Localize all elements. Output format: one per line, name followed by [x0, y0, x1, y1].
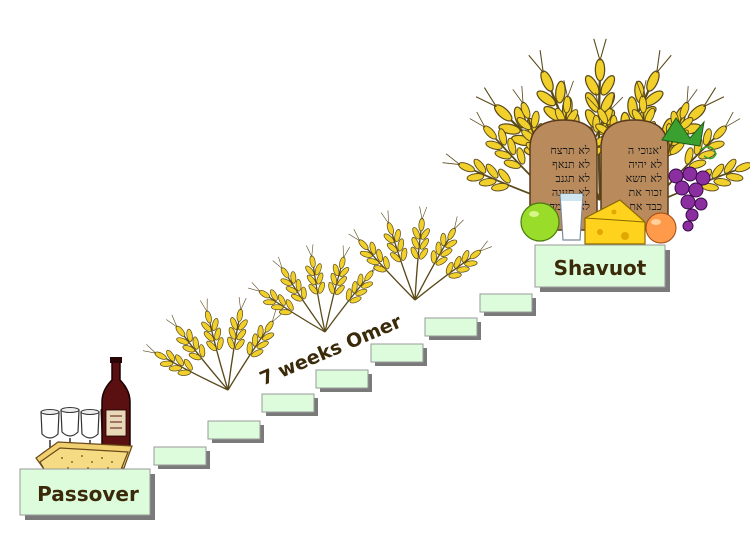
step [479, 293, 536, 316]
milk-glass-icon [559, 193, 584, 241]
step [424, 317, 481, 340]
step [370, 343, 427, 366]
step [261, 393, 318, 416]
label-shavuot: Shavuot [554, 256, 647, 280]
step [315, 369, 372, 392]
tablet-left-line: לא תגנב [556, 172, 590, 185]
tablet-right-line: אנוכי ה' [628, 144, 662, 157]
tablet-right-line: לא יהיה [628, 158, 662, 171]
tablet-right-line: כבד את [629, 200, 662, 213]
label-passover: Passover [37, 482, 139, 506]
grapes-icon [661, 117, 717, 232]
tablet-left-line: לא תרצח [550, 144, 590, 157]
step [153, 446, 210, 469]
passover-step: Passover [19, 468, 155, 520]
wine-bottle-icon [101, 357, 131, 449]
step [207, 420, 264, 443]
tablet-right-line: לא תשא [626, 172, 662, 185]
shavuot-step: Shavuot [534, 244, 670, 292]
tablet-left-line: לא תנאף [552, 158, 590, 171]
peach-icon [645, 212, 677, 244]
omer-wheat-sheaf-icon [338, 200, 499, 314]
staircase [153, 293, 536, 469]
cheese-icon [584, 199, 646, 245]
apple-icon [520, 202, 560, 242]
tablet-right-line: זכור את [629, 186, 662, 199]
